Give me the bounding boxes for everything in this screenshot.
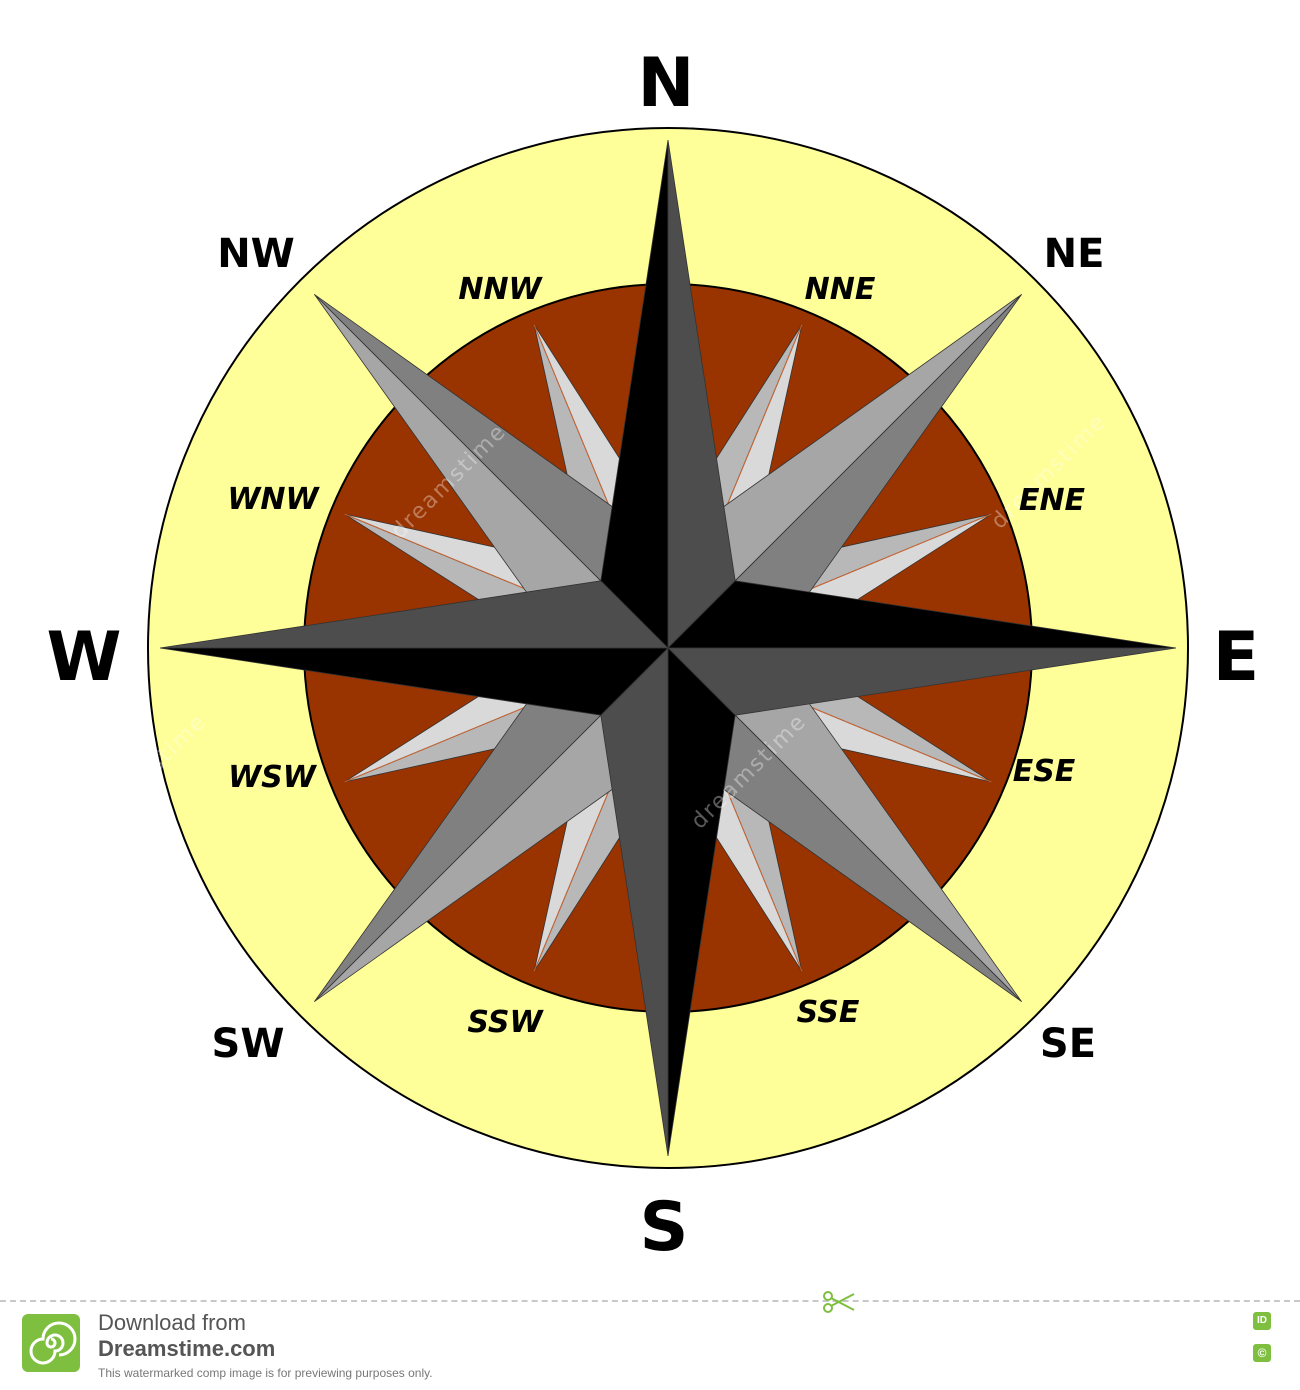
label-ese: ESE — [1013, 754, 1076, 789]
label-e: E — [1213, 618, 1259, 697]
label-ne: NE — [1044, 231, 1105, 277]
watermark-text: dreamstime — [87, 109, 212, 234]
label-nne: NNE — [805, 272, 876, 307]
scissors-icon — [823, 1291, 855, 1313]
label-se: SE — [1040, 1021, 1096, 1067]
label-wnw: WNW — [227, 482, 320, 517]
label-wsw: WSW — [228, 760, 318, 795]
label-sse: SSE — [797, 995, 860, 1030]
label-n: N — [638, 44, 695, 123]
label-ssw: SSW — [467, 1005, 544, 1040]
copyright-badge: © — [1253, 1344, 1271, 1362]
label-sw: SW — [212, 1021, 285, 1067]
watermark-footer: Download from Dreamstime.com This waterm… — [0, 1291, 1300, 1390]
star-points — [159, 139, 1177, 1157]
label-ene: ENE — [1019, 483, 1086, 518]
label-nnw: NNW — [458, 272, 543, 307]
footer-download-text: Download from — [98, 1310, 246, 1335]
label-nw: NW — [217, 231, 295, 277]
footer-site-name: Dreamstime.com — [98, 1336, 276, 1361]
label-w: W — [46, 618, 121, 697]
footer-disclaimer: This watermarked comp image is for previ… — [98, 1366, 433, 1380]
point-w-right — [159, 580, 669, 649]
label-s: S — [640, 1188, 689, 1267]
dreamstime-logo-icon — [22, 1314, 80, 1372]
compass-rose: dreamstime dreamstime dreamstime dreamst… — [46, 44, 1259, 1267]
id-badge: ID — [1253, 1312, 1271, 1330]
